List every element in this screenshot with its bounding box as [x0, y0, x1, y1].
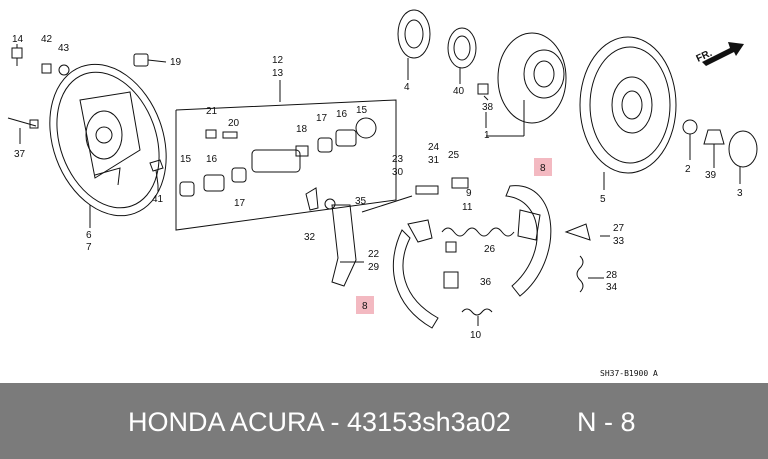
callout-26: 26: [484, 244, 496, 255]
callout-15b: 15: [180, 154, 192, 165]
nut-39-drawing: [703, 129, 725, 145]
washer-43-drawing: [58, 64, 70, 76]
bolt-14-drawing: [11, 47, 23, 66]
callout-8-left: 8: [362, 301, 368, 312]
brake-shoe-left-drawing: [392, 219, 439, 329]
callout-37: 37: [14, 149, 26, 160]
callout-29: 29: [368, 262, 380, 273]
bolt-37-drawing: [7, 117, 39, 129]
callout-13: 13: [272, 68, 284, 79]
backing-plate-drawing: [49, 63, 167, 217]
callout-4: 4: [404, 82, 410, 93]
washer-2-drawing: [682, 119, 698, 135]
callout-17b: 17: [234, 198, 246, 209]
callout-11: 11: [462, 202, 473, 213]
callout-14: 14: [12, 34, 24, 45]
wheel-cylinder-kit-bracket: [175, 80, 397, 231]
callout-28: 28: [606, 270, 618, 281]
callout-3: 3: [737, 188, 743, 199]
callout-16: 16: [336, 109, 348, 120]
callout-34: 34: [606, 282, 618, 293]
callout-25: 25: [448, 150, 460, 161]
callout-2: 2: [685, 164, 691, 175]
callout-23: 23: [392, 154, 404, 165]
callout-19: 19: [170, 57, 182, 68]
position-number: N - 8: [577, 407, 636, 437]
callout-8-right: 8: [540, 163, 546, 174]
cap-3-drawing: [728, 130, 758, 168]
callout-17: 17: [316, 113, 328, 124]
shoe-highlight-right: [534, 158, 552, 176]
callout-24: 24: [428, 142, 440, 153]
brake-shoe-right-drawing: [505, 185, 552, 297]
hub-1-drawing: [497, 32, 567, 124]
callout-35: 35: [355, 196, 367, 207]
parts-diagram: 14 42 43 19 4 40 38 1 12 13 21 20 18 17 …: [7, 9, 758, 378]
seal-4-drawing: [397, 9, 431, 59]
part-title: HONDA ACURA - 43153sh3a02: [128, 407, 511, 437]
wheel-cylinder-parts-drawing: [179, 117, 377, 197]
nut-42-drawing: [41, 63, 52, 74]
stud-38-drawing: [477, 83, 489, 95]
front-arrow-icon: [702, 42, 744, 66]
callout-9: 9: [466, 188, 472, 199]
leader-lines: [16, 44, 741, 326]
callout-16b: 16: [206, 154, 218, 165]
callout-40: 40: [453, 86, 465, 97]
callout-6: 6: [86, 230, 92, 241]
callout-38: 38: [482, 102, 494, 113]
bolt-41-drawing: [149, 159, 164, 186]
callout-36: 36: [480, 277, 492, 288]
callout-42: 42: [41, 34, 53, 45]
drawing-code: SH37-B1900 A: [600, 369, 658, 378]
drum-5-drawing: [579, 36, 677, 174]
callout-22: 22: [368, 249, 380, 260]
spring-and-strut-drawing: [305, 177, 591, 316]
seal-40-drawing: [447, 27, 477, 69]
callout-30: 30: [392, 167, 404, 178]
callout-labels: 14 42 43 19 4 40 38 1 12 13 21 20 18 17 …: [12, 34, 743, 341]
callout-32: 32: [304, 232, 316, 243]
callout-39: 39: [705, 170, 717, 181]
adjuster-lever-drawing: [331, 204, 357, 287]
callout-20: 20: [228, 118, 240, 129]
exploded-view-drawing: 14 42 43 19 4 40 38 1 12 13 21 20 18 17 …: [7, 9, 758, 378]
callout-31: 31: [428, 155, 440, 166]
shoe-highlight-left: [356, 296, 374, 314]
callout-1: 1: [484, 130, 490, 141]
callout-5: 5: [600, 194, 606, 205]
bolt-19-drawing: [133, 53, 149, 67]
callout-21: 21: [206, 106, 218, 117]
callout-12: 12: [272, 55, 284, 66]
callout-27: 27: [613, 223, 625, 234]
callout-43: 43: [58, 43, 70, 54]
callout-10: 10: [470, 330, 482, 341]
callout-41: 41: [152, 194, 164, 205]
callout-7: 7: [86, 242, 92, 253]
callout-18: 18: [296, 124, 308, 135]
callout-33: 33: [613, 236, 625, 247]
callout-15: 15: [356, 105, 368, 116]
caption-bar: HONDA ACURA - 43153sh3a02 N - 8: [0, 383, 768, 459]
